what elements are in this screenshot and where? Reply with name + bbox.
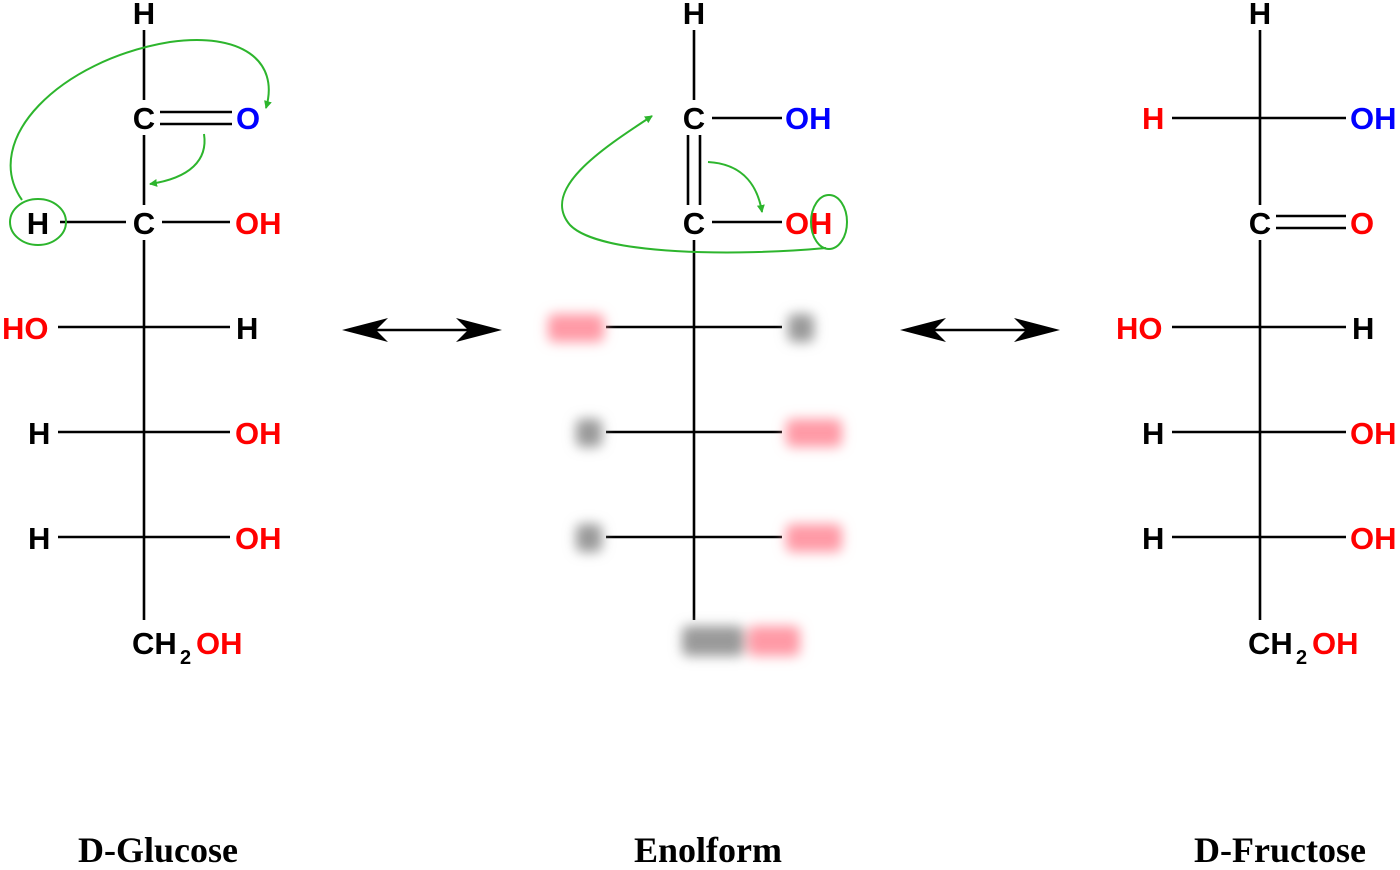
fructose-structure: H H OH C O HO H H OH H OH CH 2 OH (1116, 0, 1397, 669)
enol-c2-oxygen: O (785, 206, 809, 241)
redacted-c3-left (548, 314, 604, 342)
enol-caption: Enolform (634, 830, 782, 870)
glucose-c1: C (133, 101, 155, 136)
glucose-caption: D-Glucose (78, 830, 238, 870)
enol-c2: C (683, 206, 705, 241)
fructose-c6-subscript: 2 (1296, 647, 1307, 669)
fructose-c2-oxygen: O (1350, 206, 1374, 241)
enol-c1-oh: OH (785, 101, 832, 136)
glucose-c6-oh: OH (196, 626, 243, 661)
fructose-c4-right: OH (1350, 416, 1397, 451)
fructose-c3-right: H (1352, 311, 1374, 346)
enol-c2-hydrogen: H (810, 206, 832, 241)
fructose-c5-left: H (1142, 521, 1164, 556)
redacted-c6-oh (748, 626, 800, 656)
fructose-c1-left-h: H (1142, 101, 1164, 136)
glucose-c3-right: H (236, 311, 258, 346)
glucose-c2-right: OH (235, 206, 282, 241)
fructose-c1-right: OH (1350, 101, 1397, 136)
redacted-c4-right (786, 419, 842, 447)
glucose-c2: C (133, 206, 155, 241)
glucose-c5-right: OH (235, 521, 282, 556)
glucose-electron-arrow (149, 133, 206, 187)
redacted-c5-right (786, 524, 842, 552)
glucose-c6-subscript: 2 (180, 647, 191, 669)
fructose-c6-oh: OH (1312, 626, 1359, 661)
fructose-c2: C (1249, 206, 1271, 241)
glucose-c6-ch: CH (132, 626, 177, 661)
glucose-c4-right: OH (235, 416, 282, 451)
glucose-structure: H C O C H OH HO H H OH H OH CH 2 OH (2, 0, 282, 669)
redacted-c5-left (576, 524, 602, 552)
glucose-c1-oxygen: O (236, 101, 260, 136)
fructose-c3-left: HO (1116, 311, 1163, 346)
redacted-c6-ch2 (682, 626, 744, 656)
glucose-c4-left: H (28, 416, 50, 451)
fructose-top-h: H (1249, 0, 1271, 31)
glucose-top-h: H (133, 0, 155, 31)
redacted-labels (548, 314, 842, 656)
glucose-h-circle (9, 198, 67, 246)
glucose-c5-left: H (28, 521, 50, 556)
redacted-c4-left (576, 419, 602, 447)
fructose-c4-left: H (1142, 416, 1164, 451)
enol-c1: C (683, 101, 705, 136)
redacted-c3-right (788, 314, 814, 342)
enol-structure: H C OH C O H (548, 0, 848, 656)
double-headed-arrow (342, 318, 502, 342)
fructose-caption: D-Fructose (1194, 830, 1366, 870)
glucose-c2-left-h: H (27, 206, 49, 241)
glucose-hydride-arrow (9, 38, 272, 201)
enol-h-circle (810, 194, 848, 250)
enol-top-h: H (683, 0, 705, 31)
enol-electron-arrow (707, 161, 765, 213)
glucose-c3-left: HO (2, 311, 49, 346)
fructose-c6-ch: CH (1248, 626, 1293, 661)
enol-proton-arrow (561, 115, 827, 254)
fructose-c5-right: OH (1350, 521, 1397, 556)
double-headed-arrow (900, 318, 1060, 342)
